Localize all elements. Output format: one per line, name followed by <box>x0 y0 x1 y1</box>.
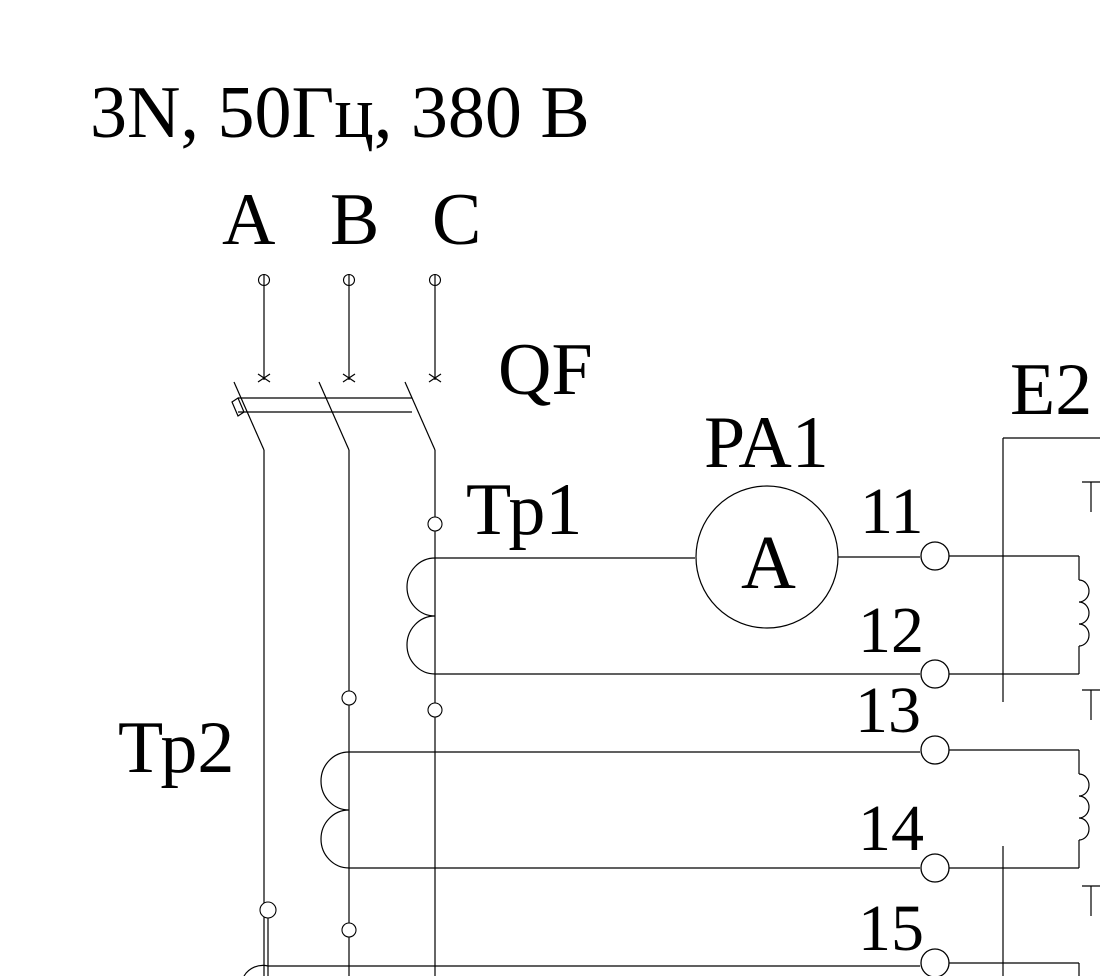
tr2-tap-terminal-c <box>427 702 443 718</box>
transformer-tr2 <box>320 690 920 869</box>
phase-buses <box>263 450 436 976</box>
tr1-label: Тр1 <box>466 469 582 551</box>
supply-inputs <box>257 273 442 383</box>
transformer-tr1 <box>406 516 920 675</box>
ammeter-pa1: A <box>695 485 920 629</box>
e2-block <box>949 437 1100 976</box>
ammeter-tag: PA1 <box>704 402 829 484</box>
tr2-tap-terminal-b <box>341 690 357 706</box>
terminal-15-label: 15 <box>858 892 924 965</box>
supply-label: 3N, 50Гц, 380 В <box>90 72 590 154</box>
ammeter-symbol: A <box>741 521 796 605</box>
terminal-13 <box>920 735 950 765</box>
phase-c-label: C <box>432 179 481 261</box>
terminal-12-label: 12 <box>858 594 924 667</box>
lower-taps <box>243 901 920 976</box>
terminal-11-label: 11 <box>860 475 924 548</box>
terminal-15 <box>920 948 950 976</box>
lower-tap-terminal-b <box>341 922 357 938</box>
tr1-tap-terminal <box>427 516 443 532</box>
terminal-12 <box>920 659 950 689</box>
e2-label: E2 <box>1010 349 1092 431</box>
tr2-label: Тр2 <box>118 707 234 789</box>
terminal-13-label: 13 <box>855 674 921 747</box>
phase-b-label: B <box>330 179 379 261</box>
output-terminals <box>920 541 950 976</box>
terminal-14 <box>920 853 950 883</box>
breaker-label: QF <box>498 329 593 411</box>
phase-a-label: A <box>222 179 275 261</box>
circuit-breaker-qf <box>231 381 436 451</box>
terminal-11 <box>920 541 950 571</box>
terminal-14-label: 14 <box>858 792 924 865</box>
lower-tap-terminal-a <box>259 901 277 919</box>
